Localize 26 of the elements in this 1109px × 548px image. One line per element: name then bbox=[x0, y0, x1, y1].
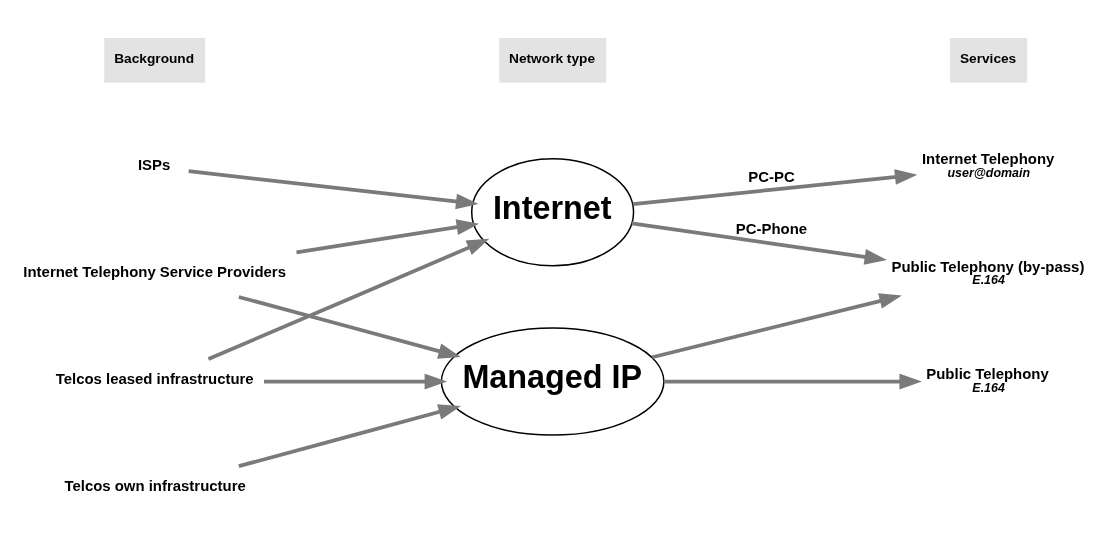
edge-label: PC-PC bbox=[748, 167, 795, 185]
arrow bbox=[296, 218, 479, 254]
node-text: Internet Telephony Service Providers bbox=[23, 262, 286, 280]
node-label: E.164 bbox=[972, 380, 1005, 395]
arrow bbox=[651, 292, 902, 359]
arrow bbox=[238, 294, 461, 359]
edge-label: PC-Phone bbox=[735, 219, 808, 237]
node-label: E.164 bbox=[972, 272, 1005, 287]
arrow bbox=[207, 238, 490, 361]
node-text: Internet Telephony bbox=[921, 149, 1055, 167]
node-box: Background bbox=[104, 37, 206, 83]
arrow bbox=[264, 373, 448, 389]
arrow bbox=[631, 221, 887, 265]
node-text: ISPs bbox=[137, 155, 171, 173]
node-text: Public Telephony (by-pass) bbox=[891, 257, 1085, 275]
arrow bbox=[663, 373, 922, 389]
node-text: Public Telephony bbox=[926, 364, 1049, 382]
node-text: Telcos leased infrastructure bbox=[55, 369, 254, 387]
node-ellipse: Managed IP bbox=[440, 326, 665, 436]
node-box: Services bbox=[949, 37, 1028, 83]
node-box: Network type bbox=[499, 37, 607, 83]
arrow bbox=[238, 403, 461, 468]
arrow bbox=[188, 168, 479, 209]
arrow bbox=[632, 168, 918, 206]
node-ellipse: Internet bbox=[470, 157, 635, 267]
node-text: Telcos own infrastructure bbox=[64, 476, 246, 494]
